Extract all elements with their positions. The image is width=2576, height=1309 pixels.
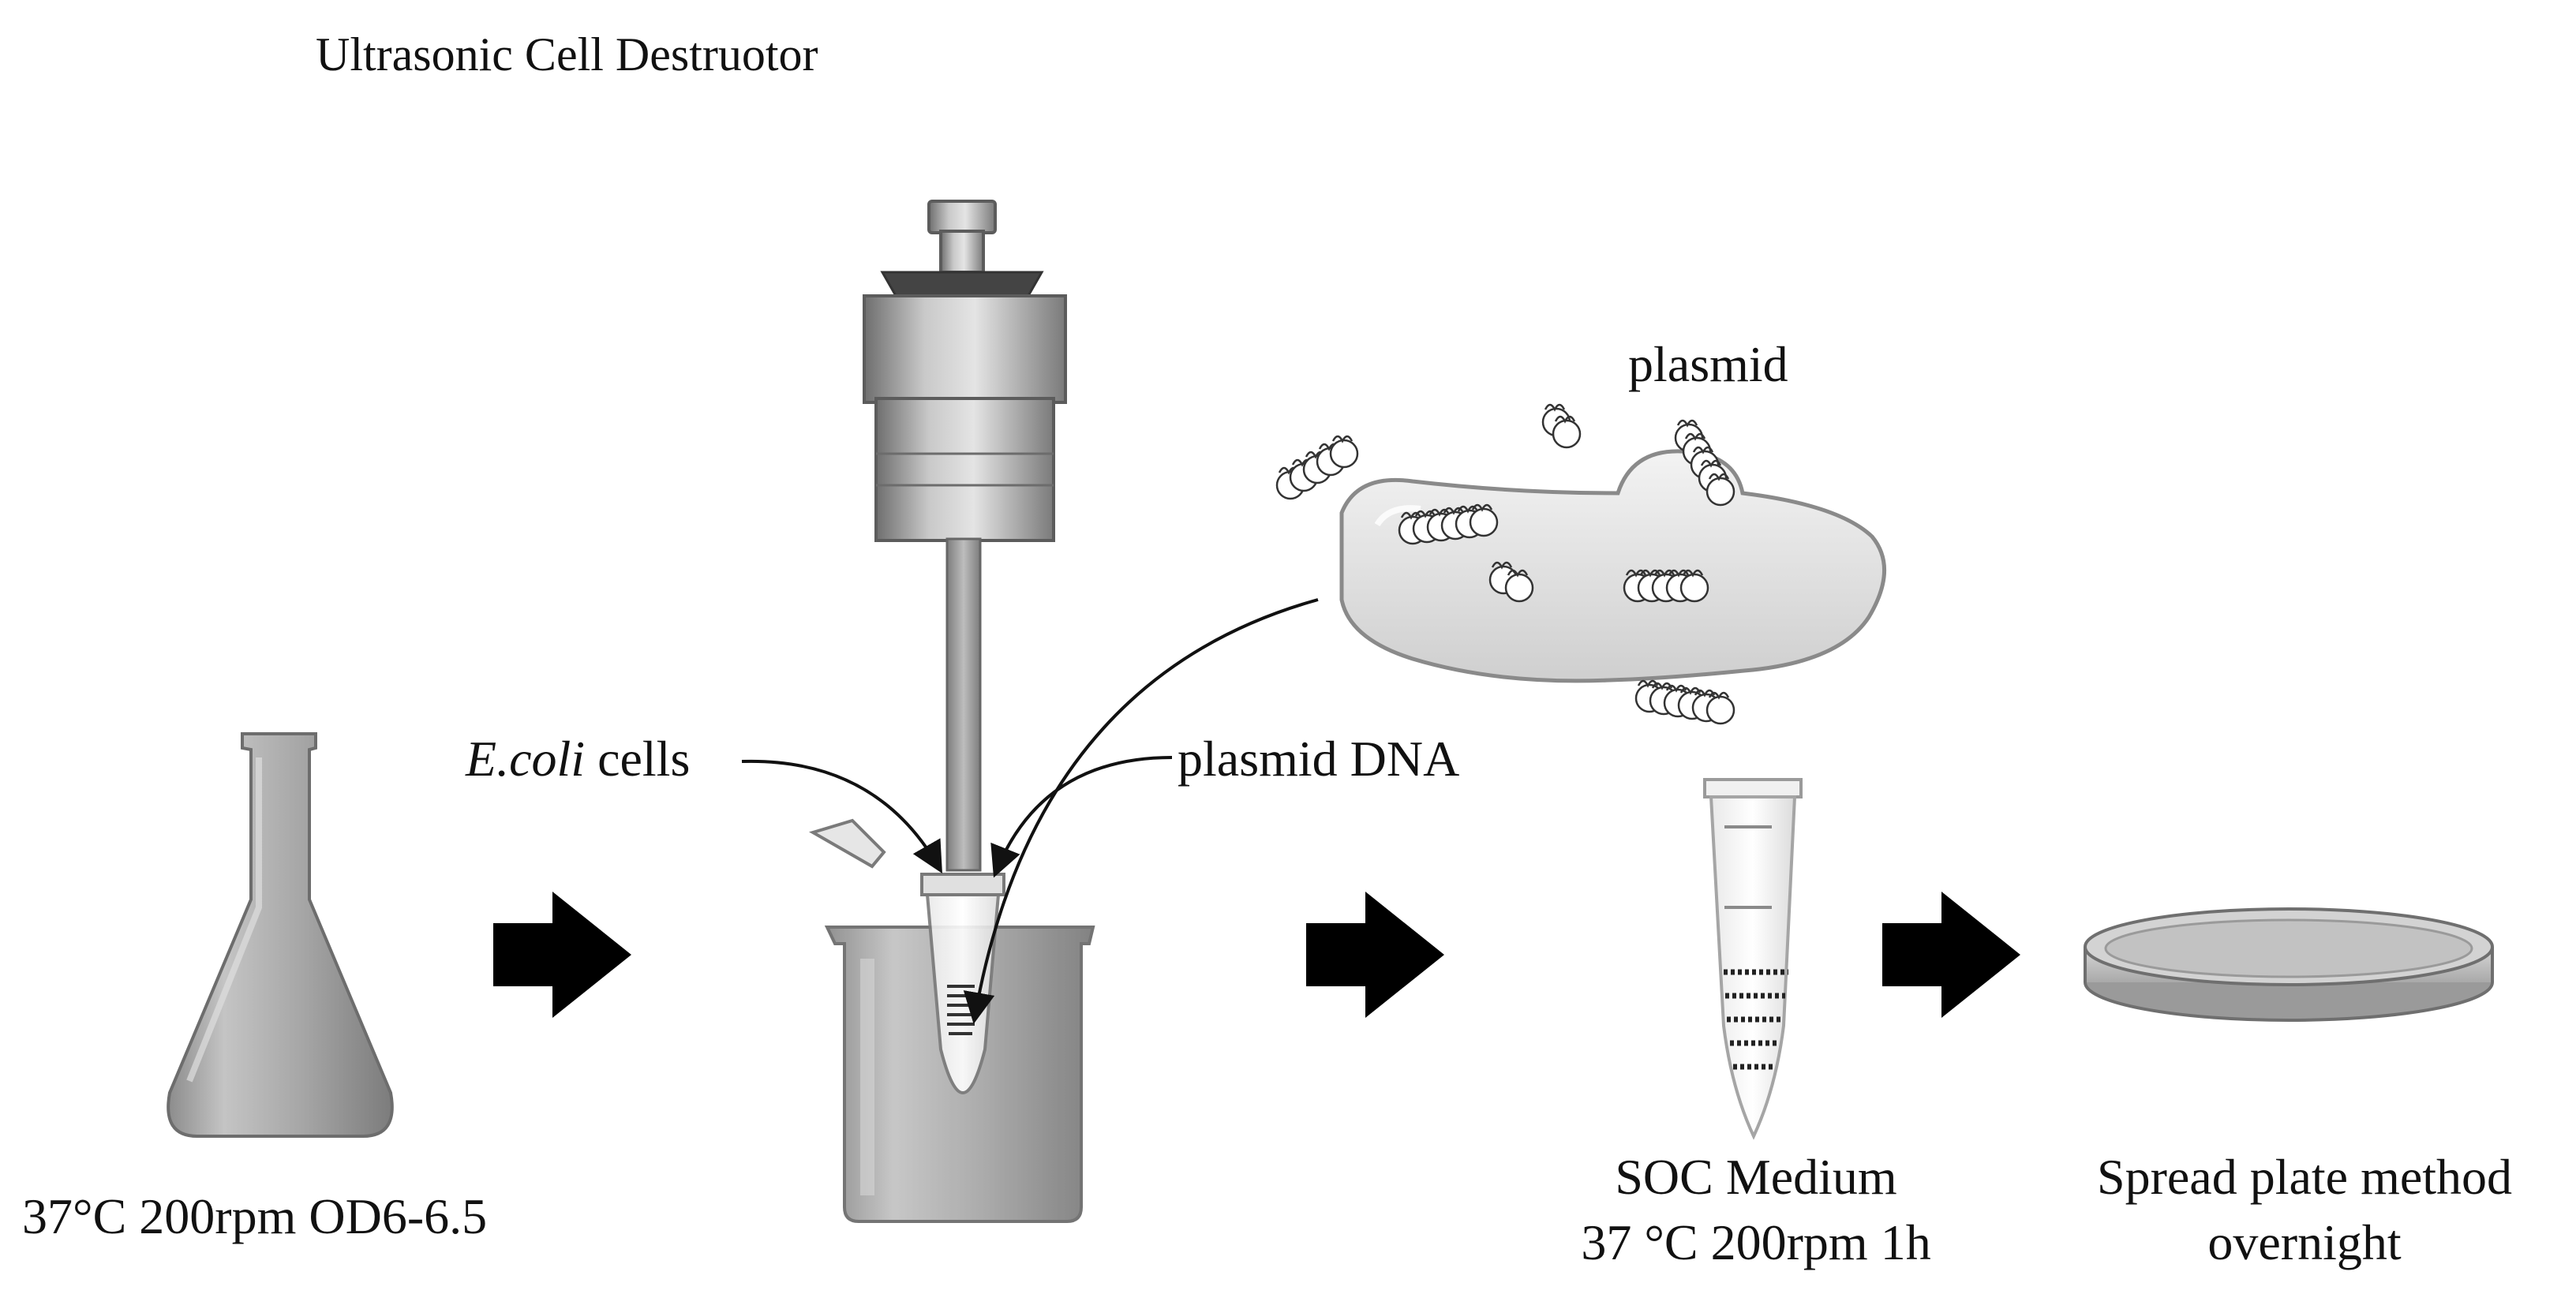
cell-pointer-arrow <box>963 598 1319 1024</box>
device-label: Ultrasonic Cell Destruotor <box>316 28 818 80</box>
ultrasonic-probe-icon <box>863 200 1067 872</box>
spread-plate-label: Spread plate method <box>2096 1149 2513 1205</box>
ecoli-pointer-arrow <box>741 759 942 873</box>
microcentrifuge-tube-icon <box>1703 778 1803 1140</box>
soc-conditions-label: 37 °C 200rpm 1h <box>1581 1214 1931 1270</box>
plasmid-dna-pointer-arrow <box>990 756 1173 878</box>
petri-dish-icon <box>2084 907 2494 1022</box>
plasmid-cluster-icon <box>1623 569 1709 603</box>
soc-medium-label: SOC Medium <box>1615 1149 1897 1205</box>
bacterial-cell-icon <box>1339 449 1887 683</box>
right-arrow-icon <box>493 892 631 1018</box>
sonication-tube-icon <box>808 818 1005 1094</box>
plasmid-cluster-icon <box>1275 435 1359 500</box>
ecoli-species-name: E.coli <box>466 731 586 787</box>
culture-conditions-label: 37°C 200rpm OD6-6.5 <box>22 1188 488 1244</box>
right-arrow-icon <box>1882 892 2020 1018</box>
ecoli-cells-suffix: cells <box>585 731 691 787</box>
erlenmeyer-flask-icon <box>167 732 394 1138</box>
plasmid-dna-label: plasmid DNA <box>1178 731 1460 787</box>
plasmid-label: plasmid <box>1628 336 1788 392</box>
right-arrow-icon <box>1306 892 1444 1018</box>
overnight-label: overnight <box>2207 1214 2402 1270</box>
ecoli-cells-label: E.coli cells <box>466 730 690 788</box>
plasmid-cluster-icon <box>1634 679 1735 725</box>
plasmid-cluster-icon <box>1541 403 1582 449</box>
